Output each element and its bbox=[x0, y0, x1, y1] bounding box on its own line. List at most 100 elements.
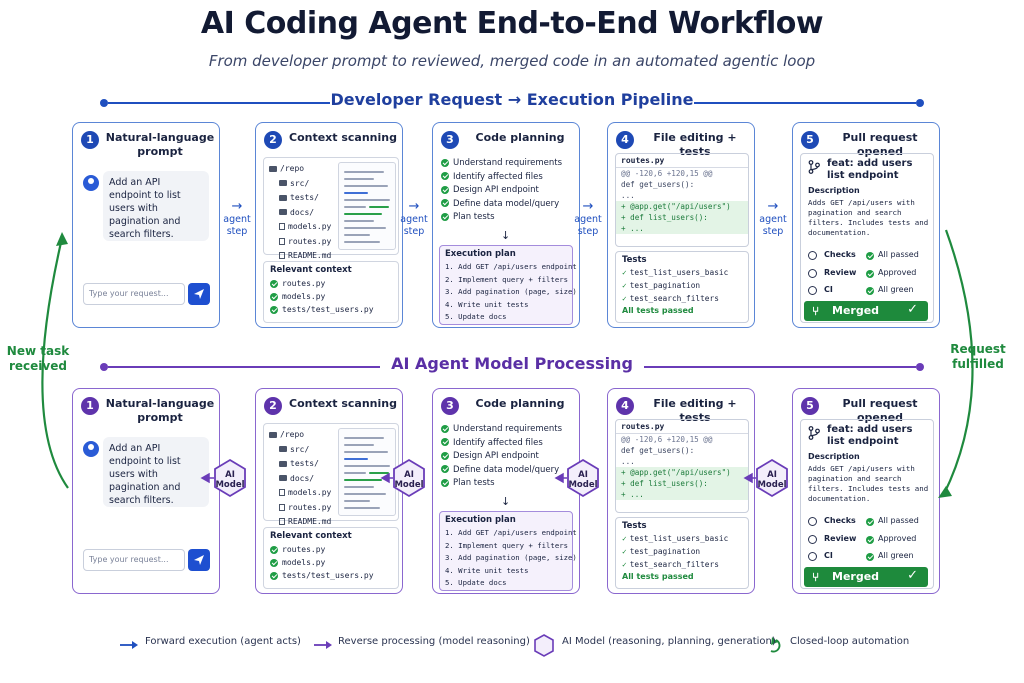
tree-row[interactable]: tests/ bbox=[269, 457, 331, 472]
checks-icon bbox=[808, 251, 817, 260]
tree-row[interactable]: README.md bbox=[269, 249, 331, 264]
list-item: ✓test_list_users_basic bbox=[622, 268, 729, 277]
loop-label-left: New task received bbox=[6, 344, 70, 373]
execution-plan-panel: Execution plan 1. Add GET /api/users end… bbox=[439, 245, 577, 325]
ai-model-hex-icon bbox=[214, 458, 788, 498]
list-item: 5. Update docs bbox=[445, 312, 507, 321]
step-title: Natural-language prompt bbox=[105, 131, 215, 158]
plan-checklist: Understand requirements Identify affecte… bbox=[441, 423, 573, 491]
file-icon bbox=[279, 518, 285, 525]
list-item: models.py bbox=[270, 556, 392, 569]
step-title: Code planning bbox=[475, 131, 565, 144]
merged-button[interactable]: ⑂ Merged ✓ bbox=[804, 301, 928, 321]
checkmark-icon: ✓ bbox=[907, 302, 918, 317]
send-button[interactable] bbox=[188, 283, 210, 305]
list-item: Design API endpoint bbox=[441, 450, 573, 464]
tree-row[interactable]: models.py bbox=[269, 486, 331, 501]
check-icon bbox=[866, 553, 874, 561]
code-preview-thumbnail bbox=[338, 162, 396, 250]
list-item: 1. Add GET /api/users endpoint bbox=[445, 528, 577, 537]
pull-request-panel: feat: add users list endpoint Descriptio… bbox=[800, 153, 934, 323]
tree-row[interactable]: src/ bbox=[269, 177, 331, 192]
check-icon bbox=[441, 172, 449, 180]
list-item: 3. Add pagination (page, size) bbox=[445, 287, 577, 296]
arrow-down-icon: ↓ bbox=[501, 229, 511, 242]
check-icon bbox=[866, 270, 874, 278]
pr-title[interactable]: feat: add users list endpoint bbox=[827, 424, 913, 447]
tree-row[interactable]: tests/ bbox=[269, 191, 331, 206]
check-icon bbox=[270, 558, 278, 567]
tree-row[interactable]: README.md bbox=[269, 515, 331, 530]
checkmark-icon: ✓ bbox=[622, 534, 627, 543]
list-item: 2. Implement query + filters bbox=[445, 274, 569, 284]
step-title: Context scanning bbox=[289, 397, 397, 410]
list-item: 2. Implement query + filters bbox=[445, 540, 569, 550]
tree-row[interactable]: routes.py bbox=[269, 501, 331, 516]
request-input[interactable]: Type your request... bbox=[83, 283, 185, 305]
folder-icon bbox=[279, 475, 287, 481]
tree-row[interactable]: docs/ bbox=[269, 206, 331, 221]
agent-step-connector: →agent step bbox=[396, 200, 432, 238]
tree-row[interactable]: models.py bbox=[269, 220, 331, 235]
check-icon bbox=[441, 185, 449, 194]
check-icon bbox=[866, 252, 874, 260]
list-item: 4. Write unit tests bbox=[445, 565, 529, 575]
folder-icon bbox=[279, 460, 287, 467]
tests-panel: Tests ✓test_list_users_basic ✓test_pagin… bbox=[615, 517, 749, 589]
list-item: Define data model/query bbox=[441, 198, 573, 212]
review-icon bbox=[808, 535, 817, 544]
legend-forward: Forward execution (agent acts) bbox=[145, 636, 301, 647]
arrow-right-icon: → bbox=[408, 199, 420, 214]
pr-title[interactable]: feat: add users list endpoint bbox=[827, 158, 913, 181]
list-item: Plan tests bbox=[441, 477, 573, 491]
list-item: Identify affected files bbox=[441, 437, 573, 451]
send-icon bbox=[194, 289, 204, 299]
step-number: 5 bbox=[801, 397, 819, 415]
repo-tree-panel: /repo src/ tests/ docs/ models.py routes… bbox=[263, 157, 399, 260]
tests-status: All tests passed bbox=[622, 306, 694, 315]
section-label-bottom: AI Agent Model Processing bbox=[391, 354, 633, 373]
arrow-right-icon: → bbox=[582, 199, 594, 214]
step-number: 4 bbox=[616, 131, 634, 149]
legend-marks bbox=[120, 634, 781, 657]
step-card-planning-top: 3 Code planning Understand requirements … bbox=[432, 122, 580, 328]
repo-tree: /repo src/ tests/ docs/ models.py routes… bbox=[269, 428, 331, 530]
check-icon bbox=[441, 199, 449, 207]
plan-checklist: Understand requirements Identify affecte… bbox=[441, 157, 573, 225]
tree-row[interactable]: /repo bbox=[269, 428, 331, 443]
checkmark-icon: ✓ bbox=[622, 268, 627, 277]
prompt-message: Add an API endpoint to list users with p… bbox=[103, 437, 209, 507]
diagram-subtitle: From developer prompt to reviewed, merge… bbox=[208, 52, 816, 70]
tree-row[interactable]: src/ bbox=[269, 443, 331, 458]
relevant-context-panel: Relevant context routes.py models.py tes… bbox=[263, 527, 399, 589]
send-button[interactable] bbox=[188, 549, 210, 571]
list-item: ✓test_list_users_basic bbox=[622, 534, 729, 543]
arrow-down-icon: ↓ bbox=[501, 495, 511, 508]
step-number: 5 bbox=[801, 131, 819, 149]
legend-loop: Closed-loop automation bbox=[790, 636, 910, 647]
check-icon bbox=[441, 424, 449, 433]
checks-icon bbox=[808, 517, 817, 526]
git-branch-icon bbox=[808, 160, 820, 174]
step-card-prompt-bottom: 1 Natural-language prompt Add an API end… bbox=[72, 388, 220, 594]
section-heading-top: Developer Request → Execution Pipeline bbox=[100, 90, 924, 114]
arrow-right-icon: → bbox=[231, 199, 243, 214]
tree-row[interactable]: docs/ bbox=[269, 472, 331, 487]
step-card-planning-bottom: 3 Code planning Understand requirements … bbox=[432, 388, 580, 594]
tree-row[interactable]: /repo bbox=[269, 162, 331, 177]
repo-tree: /repo src/ tests/ docs/ models.py routes… bbox=[269, 162, 331, 264]
tree-row[interactable]: routes.py bbox=[269, 235, 331, 250]
merged-button[interactable]: ⑂ Merged ✓ bbox=[804, 567, 928, 587]
list-item: 4. Write unit tests bbox=[445, 299, 529, 309]
list-item: Define data model/query bbox=[441, 464, 573, 478]
ai-model-node: AI Model bbox=[568, 470, 598, 490]
ci-icon bbox=[808, 286, 817, 295]
check-icon bbox=[441, 478, 449, 487]
checkmark-icon: ✓ bbox=[907, 568, 918, 583]
prompt-message: Add an API endpoint to list users with p… bbox=[103, 171, 209, 241]
list-item: routes.py bbox=[270, 543, 392, 556]
request-input[interactable]: Type your request... bbox=[83, 549, 185, 571]
step-title: Natural-language prompt bbox=[105, 397, 215, 424]
check-icon bbox=[866, 536, 874, 544]
